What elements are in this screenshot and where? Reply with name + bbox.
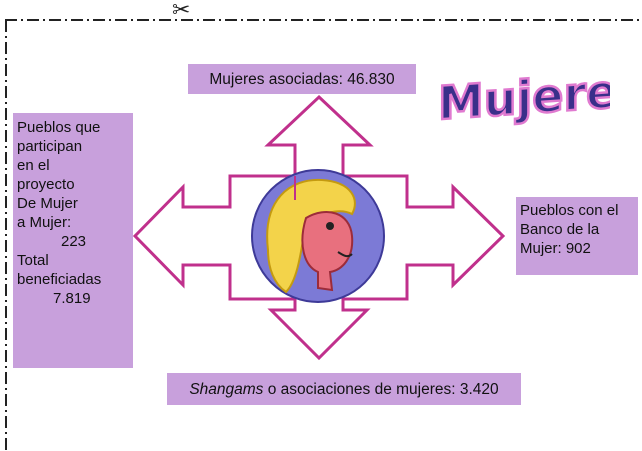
left-line-7: Total — [17, 252, 49, 269]
left-line-8: beneficiadas — [17, 271, 102, 288]
left-line-1: Pueblos que — [17, 119, 101, 136]
pueblos-proyecto-label: Pueblos que participan en el proyecto De… — [13, 113, 133, 368]
banco-mujer-label: Pueblos con el Banco de la Mujer: 902 — [516, 197, 638, 275]
left-line-4: proyecto — [17, 176, 75, 193]
left-line-2: participan — [17, 138, 83, 155]
shangams-italic-text: Shangams — [189, 380, 264, 398]
mujeres-asociadas-text: Mujeres asociadas: 46.830 — [209, 70, 395, 88]
left-line-3: en el — [17, 157, 50, 174]
mujeres-title-art: Mujeres — [437, 62, 610, 132]
right-line-1: Pueblos con el — [520, 202, 619, 219]
svg-text:Mujeres: Mujeres — [438, 62, 610, 130]
mujeres-asociadas-label: Mujeres asociadas: 46.830 — [188, 64, 416, 94]
right-line-2: Banco de la — [520, 221, 600, 238]
left-line-5: De Mujer — [17, 195, 78, 212]
beneficiadas-count: 7.819 — [53, 290, 91, 307]
woman-face-icon — [251, 169, 385, 303]
pueblos-count: 223 — [61, 233, 87, 250]
shangams-label: Shangams o asociaciones de mujeres: 3.42… — [167, 373, 521, 405]
shangams-rest-text: o asociaciones de mujeres: 3.420 — [263, 380, 499, 398]
left-line-6: a Mujer: — [17, 214, 72, 231]
right-line-3: Mujer: 902 — [520, 240, 591, 257]
scissors-icon: ✂ — [172, 0, 191, 23]
